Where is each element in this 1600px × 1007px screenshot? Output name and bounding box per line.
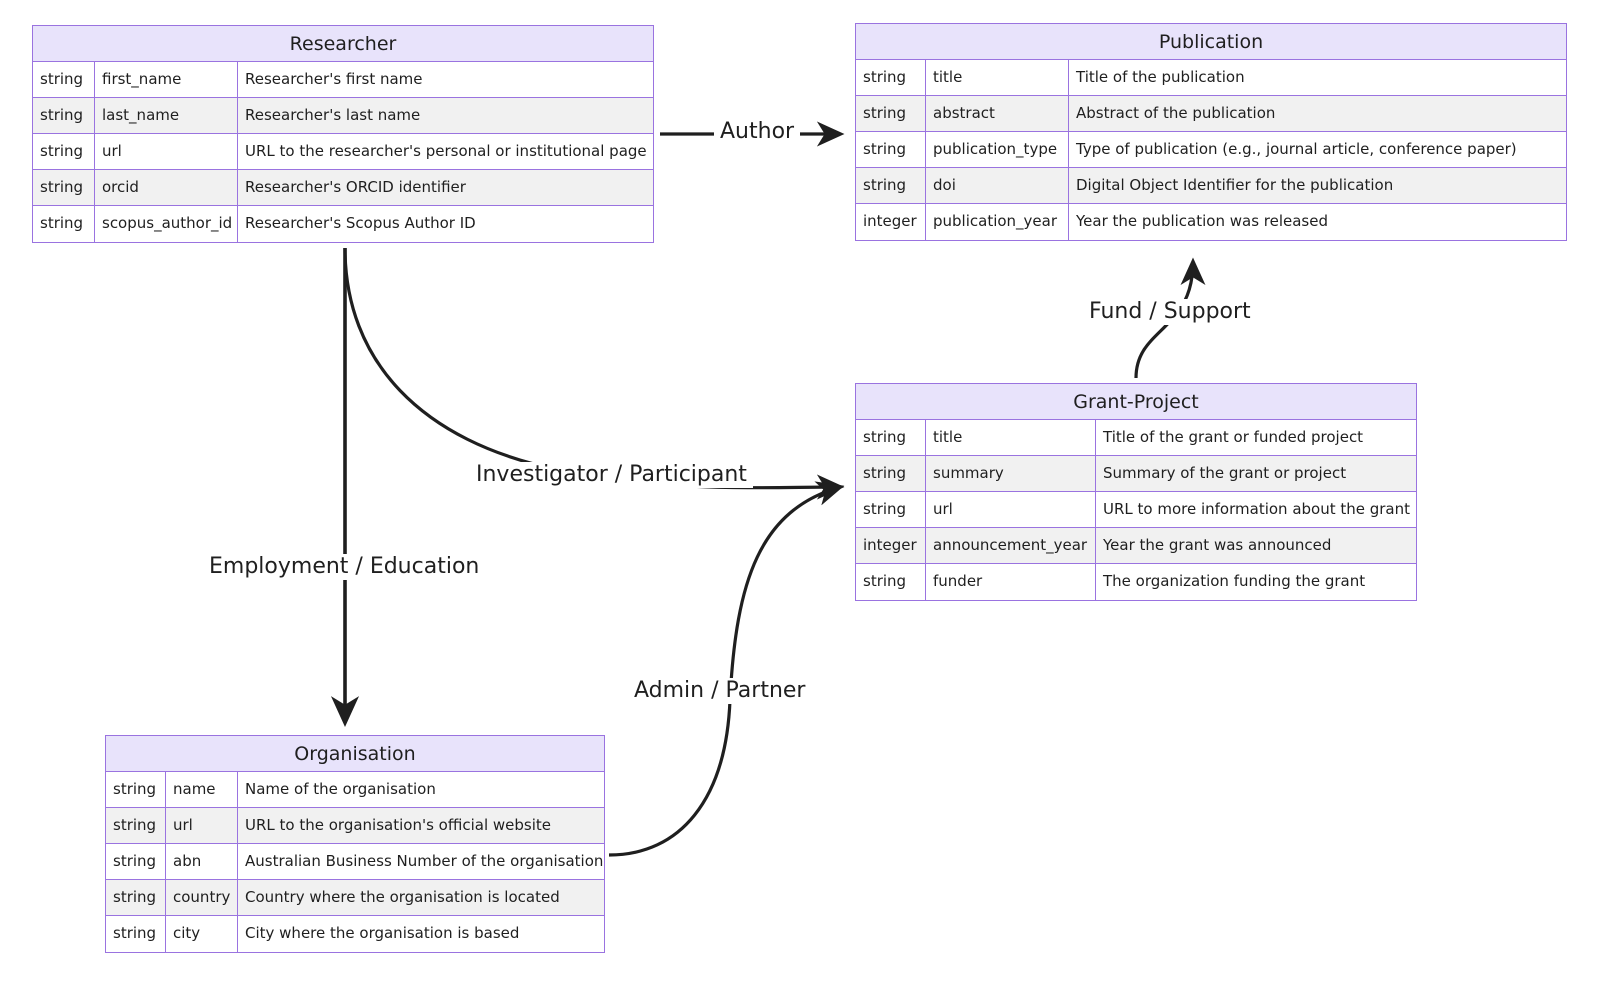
attribute-type: string [856, 420, 926, 455]
attribute-description: Digital Object Identifier for the public… [1076, 176, 1394, 194]
attribute-row: string city City where the organisation … [106, 916, 604, 952]
attribute-name: summary [926, 456, 1096, 491]
attribute-type: string [856, 132, 926, 167]
entity-title: Grant-Project [856, 384, 1416, 420]
attribute-row: string last_name Researcher's last name [33, 98, 653, 134]
entity-title: Publication [856, 24, 1566, 60]
relationship-label-admin-partner: Admin / Partner [628, 678, 812, 704]
attribute-row: string first_name Researcher's first nam… [33, 62, 653, 98]
attribute-row: string scopus_author_id Researcher's Sco… [33, 206, 653, 242]
attribute-description: Type of publication (e.g., journal artic… [1076, 140, 1517, 158]
attribute-name: abn [166, 844, 238, 879]
attribute-description: Title of the publication [1076, 68, 1245, 86]
attribute-row: string abstract Abstract of the publicat… [856, 96, 1566, 132]
attribute-description: Name of the organisation [245, 780, 436, 798]
attribute-name: title [926, 60, 1069, 95]
attribute-type: string [106, 808, 166, 843]
attribute-description: Australian Business Number of the organi… [245, 852, 604, 870]
relationship-label-investigator-participant: Investigator / Participant [470, 462, 753, 488]
edge-admin-partner [608, 481, 845, 857]
attribute-description: Year the publication was released [1076, 212, 1328, 230]
attribute-type: string [33, 62, 95, 97]
attribute-name: funder [926, 564, 1096, 600]
attribute-type: integer [856, 204, 926, 240]
entity-publication[interactable]: Publication string title Title of the pu… [855, 23, 1567, 241]
attribute-row: string publication_type Type of publicat… [856, 132, 1566, 168]
attribute-description: Abstract of the publication [1076, 104, 1276, 122]
attribute-type: integer [856, 528, 926, 563]
entity-researcher[interactable]: Researcher string first_name Researcher'… [32, 25, 654, 243]
attribute-name: city [166, 916, 238, 952]
attribute-description: URL to the researcher's personal or inst… [245, 142, 647, 160]
attribute-description: URL to the organisation's official websi… [245, 816, 551, 834]
attribute-name: last_name [95, 98, 238, 133]
attribute-type: string [106, 916, 166, 952]
attribute-name: publication_year [926, 204, 1069, 240]
attribute-description: Title of the grant or funded project [1103, 428, 1364, 446]
attribute-type: string [856, 96, 926, 131]
attribute-name: title [926, 420, 1096, 455]
entity-grant-project[interactable]: Grant-Project string title Title of the … [855, 383, 1417, 601]
attribute-name: name [166, 772, 238, 807]
relationship-label-author: Author [714, 119, 801, 145]
attribute-description: The organization funding the grant [1103, 572, 1366, 590]
attribute-row: string url URL to more information about… [856, 492, 1416, 528]
attribute-name: publication_type [926, 132, 1069, 167]
attribute-name: abstract [926, 96, 1069, 131]
attribute-name: scopus_author_id [95, 206, 238, 242]
entity-title: Researcher [33, 26, 653, 62]
attribute-row: string name Name of the organisation [106, 772, 604, 808]
attribute-type: string [106, 772, 166, 807]
attribute-row: string title Title of the publication [856, 60, 1566, 96]
attribute-name: announcement_year [926, 528, 1096, 563]
attribute-type: string [106, 844, 166, 879]
entity-title: Organisation [106, 736, 604, 772]
attribute-row: integer publication_year Year the public… [856, 204, 1566, 240]
attribute-description: Researcher's ORCID identifier [245, 178, 466, 196]
attribute-description: Researcher's last name [245, 106, 421, 124]
relationship-label-fund-support: Fund / Support [1083, 299, 1257, 325]
relationship-label-employment-education: Employment / Education [203, 554, 486, 580]
attribute-description: City where the organisation is based [245, 924, 520, 942]
attribute-name: url [166, 808, 238, 843]
attribute-type: string [856, 60, 926, 95]
attribute-row: string abn Australian Business Number of… [106, 844, 604, 880]
attribute-type: string [33, 206, 95, 242]
attribute-row: string url URL to the researcher's perso… [33, 134, 653, 170]
attribute-row: string url URL to the organisation's off… [106, 808, 604, 844]
attribute-name: doi [926, 168, 1069, 203]
attribute-row: string doi Digital Object Identifier for… [856, 168, 1566, 204]
attribute-name: country [166, 880, 238, 915]
attribute-row: string summary Summary of the grant or p… [856, 456, 1416, 492]
attribute-type: string [33, 98, 95, 133]
attribute-description: Researcher's first name [245, 70, 423, 88]
attribute-type: string [33, 170, 95, 205]
attribute-row: string orcid Researcher's ORCID identifi… [33, 170, 653, 206]
attribute-name: orcid [95, 170, 238, 205]
edge-investigator-participant [343, 247, 845, 500]
attribute-name: first_name [95, 62, 238, 97]
attribute-row: integer announcement_year Year the grant… [856, 528, 1416, 564]
attribute-type: string [856, 456, 926, 491]
attribute-type: string [856, 564, 926, 600]
attribute-row: string funder The organization funding t… [856, 564, 1416, 600]
attribute-description: Summary of the grant or project [1103, 464, 1347, 482]
attribute-description: Year the grant was announced [1103, 536, 1332, 554]
attribute-type: string [106, 880, 166, 915]
attribute-name: url [926, 492, 1096, 527]
attribute-description: URL to more information about the grant [1103, 500, 1411, 518]
attribute-type: string [33, 134, 95, 169]
attribute-row: string country Country where the organis… [106, 880, 604, 916]
attribute-description: Researcher's Scopus Author ID [245, 214, 476, 232]
attribute-type: string [856, 168, 926, 203]
entity-organisation[interactable]: Organisation string name Name of the org… [105, 735, 605, 953]
attribute-row: string title Title of the grant or funde… [856, 420, 1416, 456]
attribute-description: Country where the organisation is locate… [245, 888, 560, 906]
attribute-name: url [95, 134, 238, 169]
attribute-type: string [856, 492, 926, 527]
